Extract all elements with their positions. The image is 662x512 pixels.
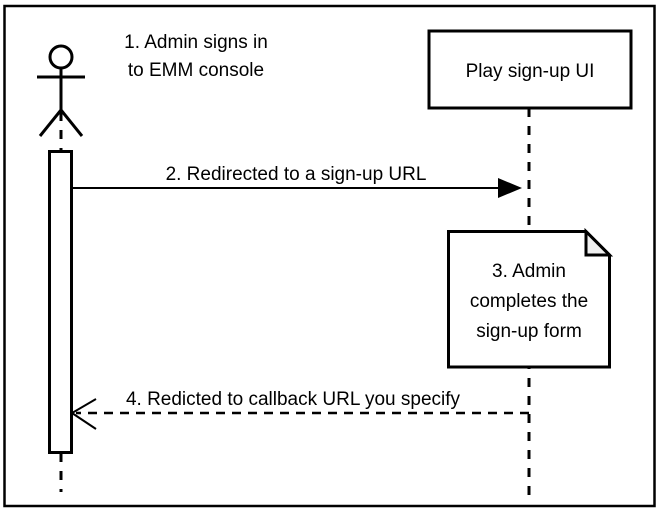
note-line-2: completes the xyxy=(470,291,588,312)
participant-box-play-signup-ui[interactable] xyxy=(427,29,633,110)
actor-label-line-1: 1. Admin signs in xyxy=(124,32,268,53)
actor-right-leg-icon xyxy=(59,109,84,137)
actor-label-line-2: to EMM console xyxy=(128,60,264,81)
note-body-shape xyxy=(447,230,611,369)
message-2-arrowhead-icon xyxy=(498,178,522,198)
note-folded-corner-icon xyxy=(584,227,614,257)
actor-admin[interactable] xyxy=(37,44,85,137)
message-2-label: 2. Redirected to a sign-up URL xyxy=(166,164,427,185)
note-line-1: 3. Admin xyxy=(492,261,566,282)
actor-activation-bar xyxy=(48,150,73,454)
actor-head-icon xyxy=(48,44,74,70)
note-line-3: sign-up form xyxy=(476,321,582,342)
message-4-arrowhead-icon xyxy=(70,398,97,430)
participant-label-play-signup-ui: Play sign-up UI xyxy=(466,61,595,82)
actor-left-leg-icon xyxy=(38,109,63,137)
note-admin-completes-form[interactable]: 3. Admin completes the sign-up form xyxy=(447,227,614,369)
message-4-label: 4. Redicted to callback URL you specify xyxy=(126,389,461,410)
